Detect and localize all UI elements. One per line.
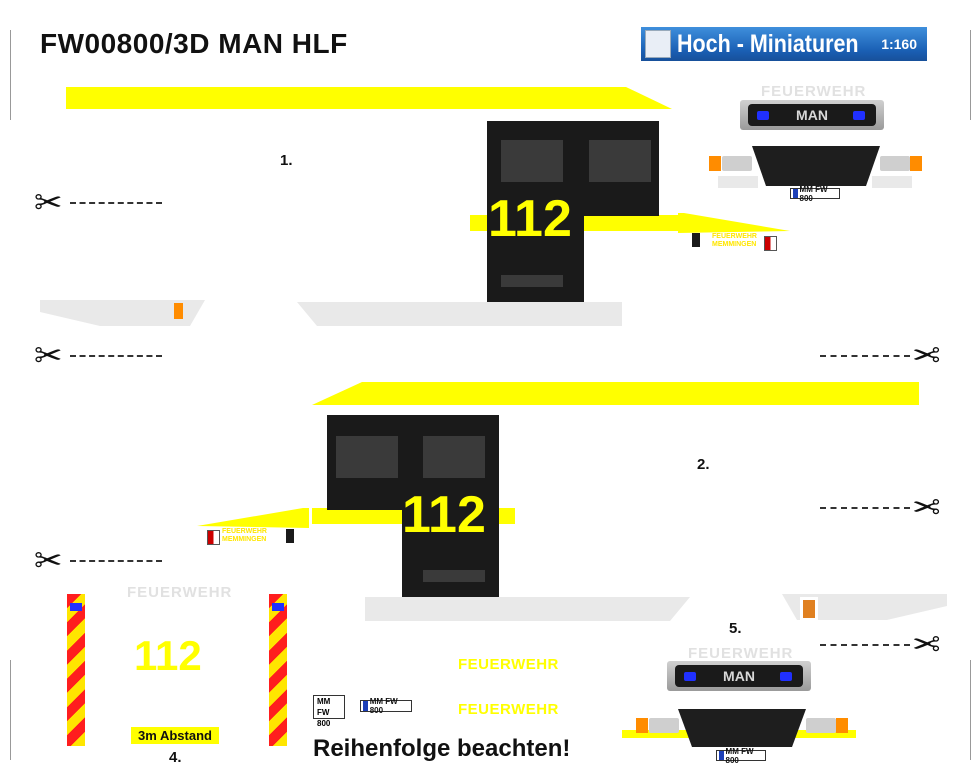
plate-text: MM FW 800 [725,746,754,765]
plate-square-line1: MM [317,697,331,706]
door-text: FEUERWEHR MEMMINGEN [712,233,757,249]
coat-of-arms-icon [207,530,220,545]
crop-mark [10,30,11,120]
cut-line [820,355,910,357]
grille-text: MAN [723,668,755,684]
fog-light [718,176,758,188]
windshield-text: FEUERWEHR [688,645,794,662]
crop-mark [970,30,971,120]
blue-light-icon [70,603,82,611]
rear-number: 112 [134,632,202,679]
door-text-memmingen: MEMMINGEN [712,241,757,248]
brand-mark-icon [645,30,671,58]
side-yellow-wedge [678,213,790,233]
cut-line [70,202,162,204]
warning-chevron-right [269,594,287,746]
cut-line [820,644,910,646]
front-bumper [678,709,806,747]
door-text-memmingen: MEMMINGEN [222,536,267,543]
door-text-feuerwehr: FEUERWEHR [222,528,267,535]
door-handle [423,570,485,582]
rear-feuerwehr: FEUERWEHR [127,584,233,601]
blue-light-icon [684,672,696,681]
door-number: 112 [402,486,486,544]
orange-marker-icon [910,156,922,171]
door-window [423,436,485,478]
fog-light [872,176,912,188]
headlight [722,156,752,171]
side-strip-right [782,594,947,621]
side-yellow-wedge [197,508,309,528]
cut-line [820,507,910,509]
feuerwehr-label-2: FEUERWEHR [458,701,559,718]
front-bumper [752,146,880,186]
scissors-icon: ✂ [912,489,941,527]
section-label-1: 1. [280,152,293,169]
license-plate-square: MM FW 800 [313,695,345,728]
cut-line [70,355,162,357]
scissors-icon: ✂ [34,542,63,580]
section-label-5: 5. [729,620,742,637]
headlight [649,718,679,733]
headlight [806,718,836,733]
roof-stripe-bottom [312,382,919,405]
cut-line [70,560,162,562]
section-label-4: 4. [169,749,182,766]
grille-inner: MAN [675,665,803,687]
orange-marker-icon [636,718,648,733]
scissors-icon: ✂ [912,337,941,375]
scissors-icon: ✂ [34,184,63,222]
brand-logo: Hoch - Miniaturen 1:160 [641,27,927,61]
distance-label: 3m Abstand [131,727,219,744]
blue-light-icon [780,672,792,681]
page-title: FW00800/3D MAN HLF [40,28,348,59]
crop-mark [970,660,971,760]
door-number: 112 [488,190,572,248]
door-handle [501,275,563,287]
scissors-icon: ✂ [912,626,941,664]
section-label-2: 2. [697,456,710,473]
plate-square-line2: FW 800 [317,708,331,728]
grille-text: MAN [796,107,828,123]
marker-block [692,233,700,247]
orange-marker-icon [709,156,721,171]
door-text-feuerwehr: FEUERWEHR [712,233,757,240]
side-strip-main [365,597,690,621]
warning-chevron-left [67,594,85,746]
headlight [880,156,910,171]
blue-light-icon [757,111,769,120]
side-strip-left [40,300,205,326]
plate-text: MM FW 800 [369,697,398,715]
marker-block [286,529,294,543]
side-strip-main [297,302,622,326]
order-hint: Reihenfolge beachten! [313,735,571,762]
door-window [336,436,398,478]
crop-mark [10,660,11,760]
plate-text: MM FW 800 [799,184,828,203]
blue-light-icon [853,111,865,120]
scissors-icon: ✂ [34,337,63,375]
license-plate: MM FW 800 [790,185,840,203]
door-text: FEUERWEHR MEMMINGEN [222,528,267,544]
feuerwehr-label-1: FEUERWEHR [458,656,559,673]
grille-inner: MAN [748,104,876,126]
door-window [501,140,563,182]
orange-marker-icon [836,718,848,733]
roof-stripe-top [66,87,672,109]
license-plate: MM FW 800 [360,697,412,715]
coat-of-arms-icon [764,236,777,251]
brand-name: Hoch - Miniaturen [677,29,859,58]
windshield-text: FEUERWEHR [761,83,867,100]
brand-scale: 1:160 [881,36,917,52]
door-window [589,140,651,182]
license-plate: MM FW 800 [716,747,766,765]
blue-light-icon [272,603,284,611]
